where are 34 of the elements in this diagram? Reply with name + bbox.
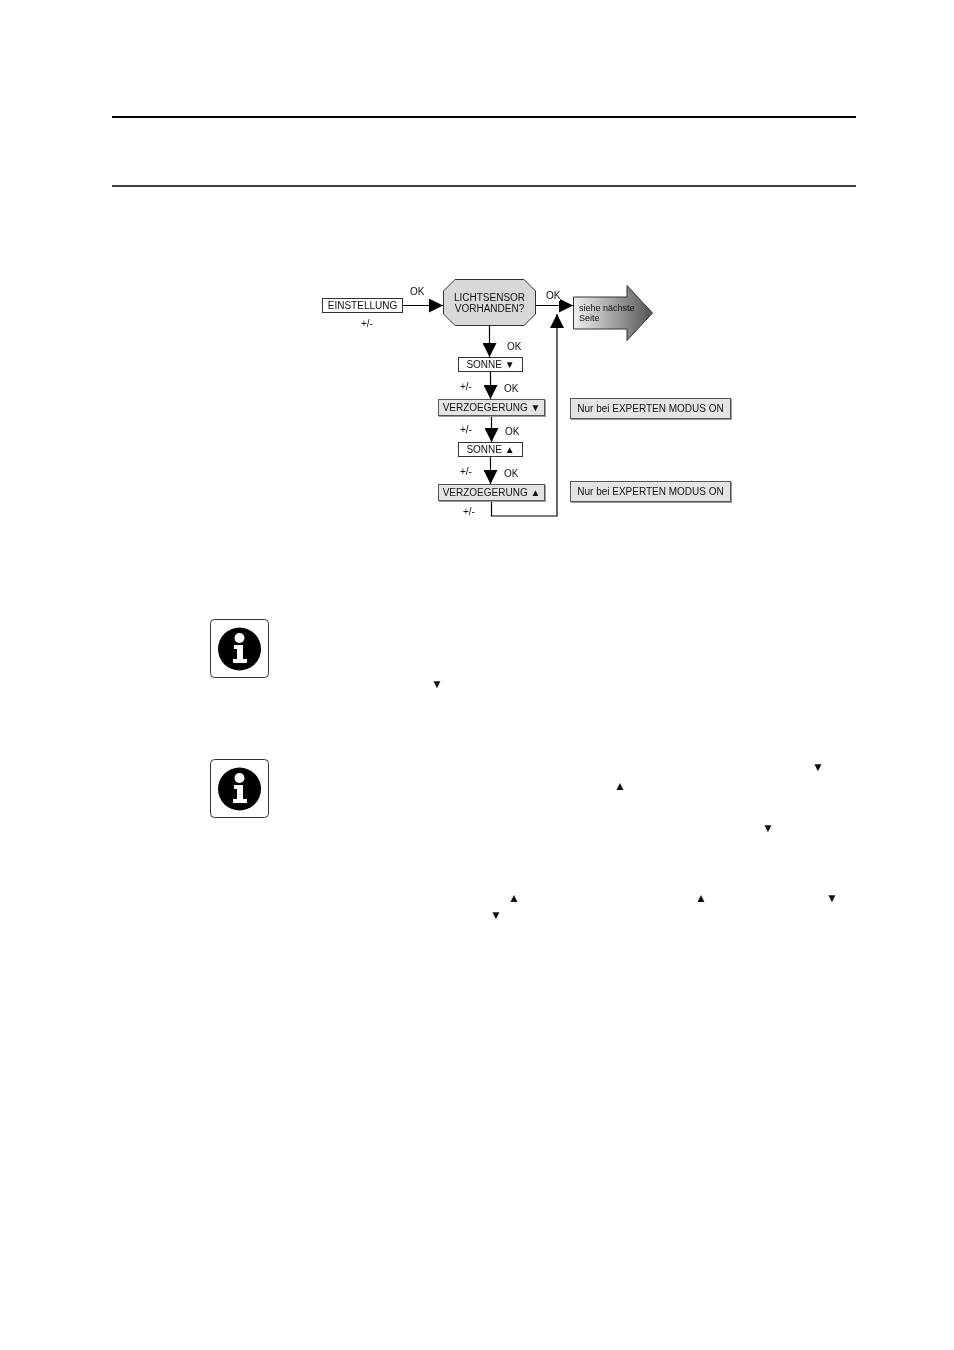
arrow — [484, 415, 499, 443]
triangle-symbol: ▲ — [508, 891, 520, 905]
edge-label: OK — [505, 426, 520, 437]
triangle-symbol: ▲ — [695, 891, 707, 905]
key-label: +/- — [460, 381, 472, 392]
triangle-symbol: ▼ — [826, 891, 838, 905]
arrow — [482, 325, 497, 358]
arrow-shape: siehe nächste Seite — [573, 285, 653, 341]
triangle-symbol: ▼ — [812, 760, 824, 774]
process-box: Nur bei EXPERTEN MODUS ON — [570, 398, 731, 419]
edge-label: OK — [546, 290, 561, 301]
decision-octagon: LICHTSENSOR VORHANDEN? — [443, 279, 536, 326]
arrow — [402, 298, 444, 313]
edge-label: OK — [504, 383, 519, 394]
edge-label: OK — [507, 341, 522, 352]
key-label: +/- — [460, 424, 472, 435]
triangle-symbol: ▼ — [762, 821, 774, 835]
arrow — [483, 456, 498, 485]
key-label: +/- — [460, 466, 472, 477]
arrow — [490, 313, 564, 517]
process-box: SONNE ▼ — [458, 357, 523, 372]
process-box: VERZOEGERUNG ▼ — [438, 399, 545, 416]
process-box: Nur bei EXPERTEN MODUS ON — [570, 481, 731, 502]
edge-label: +/- — [463, 506, 475, 517]
triangle-symbol: ▼ — [490, 908, 502, 922]
process-box: SONNE ▲ — [458, 442, 523, 457]
edge-label: OK — [504, 468, 519, 479]
edge-label: OK — [410, 286, 425, 297]
process-box: VERZOEGERUNG ▲ — [438, 484, 545, 501]
triangle-symbol: ▼ — [431, 677, 443, 691]
process-box: EINSTELLUNG — [322, 298, 403, 313]
triangle-symbol: ▲ — [614, 779, 626, 793]
arrow — [535, 298, 574, 313]
arrow — [483, 371, 498, 400]
